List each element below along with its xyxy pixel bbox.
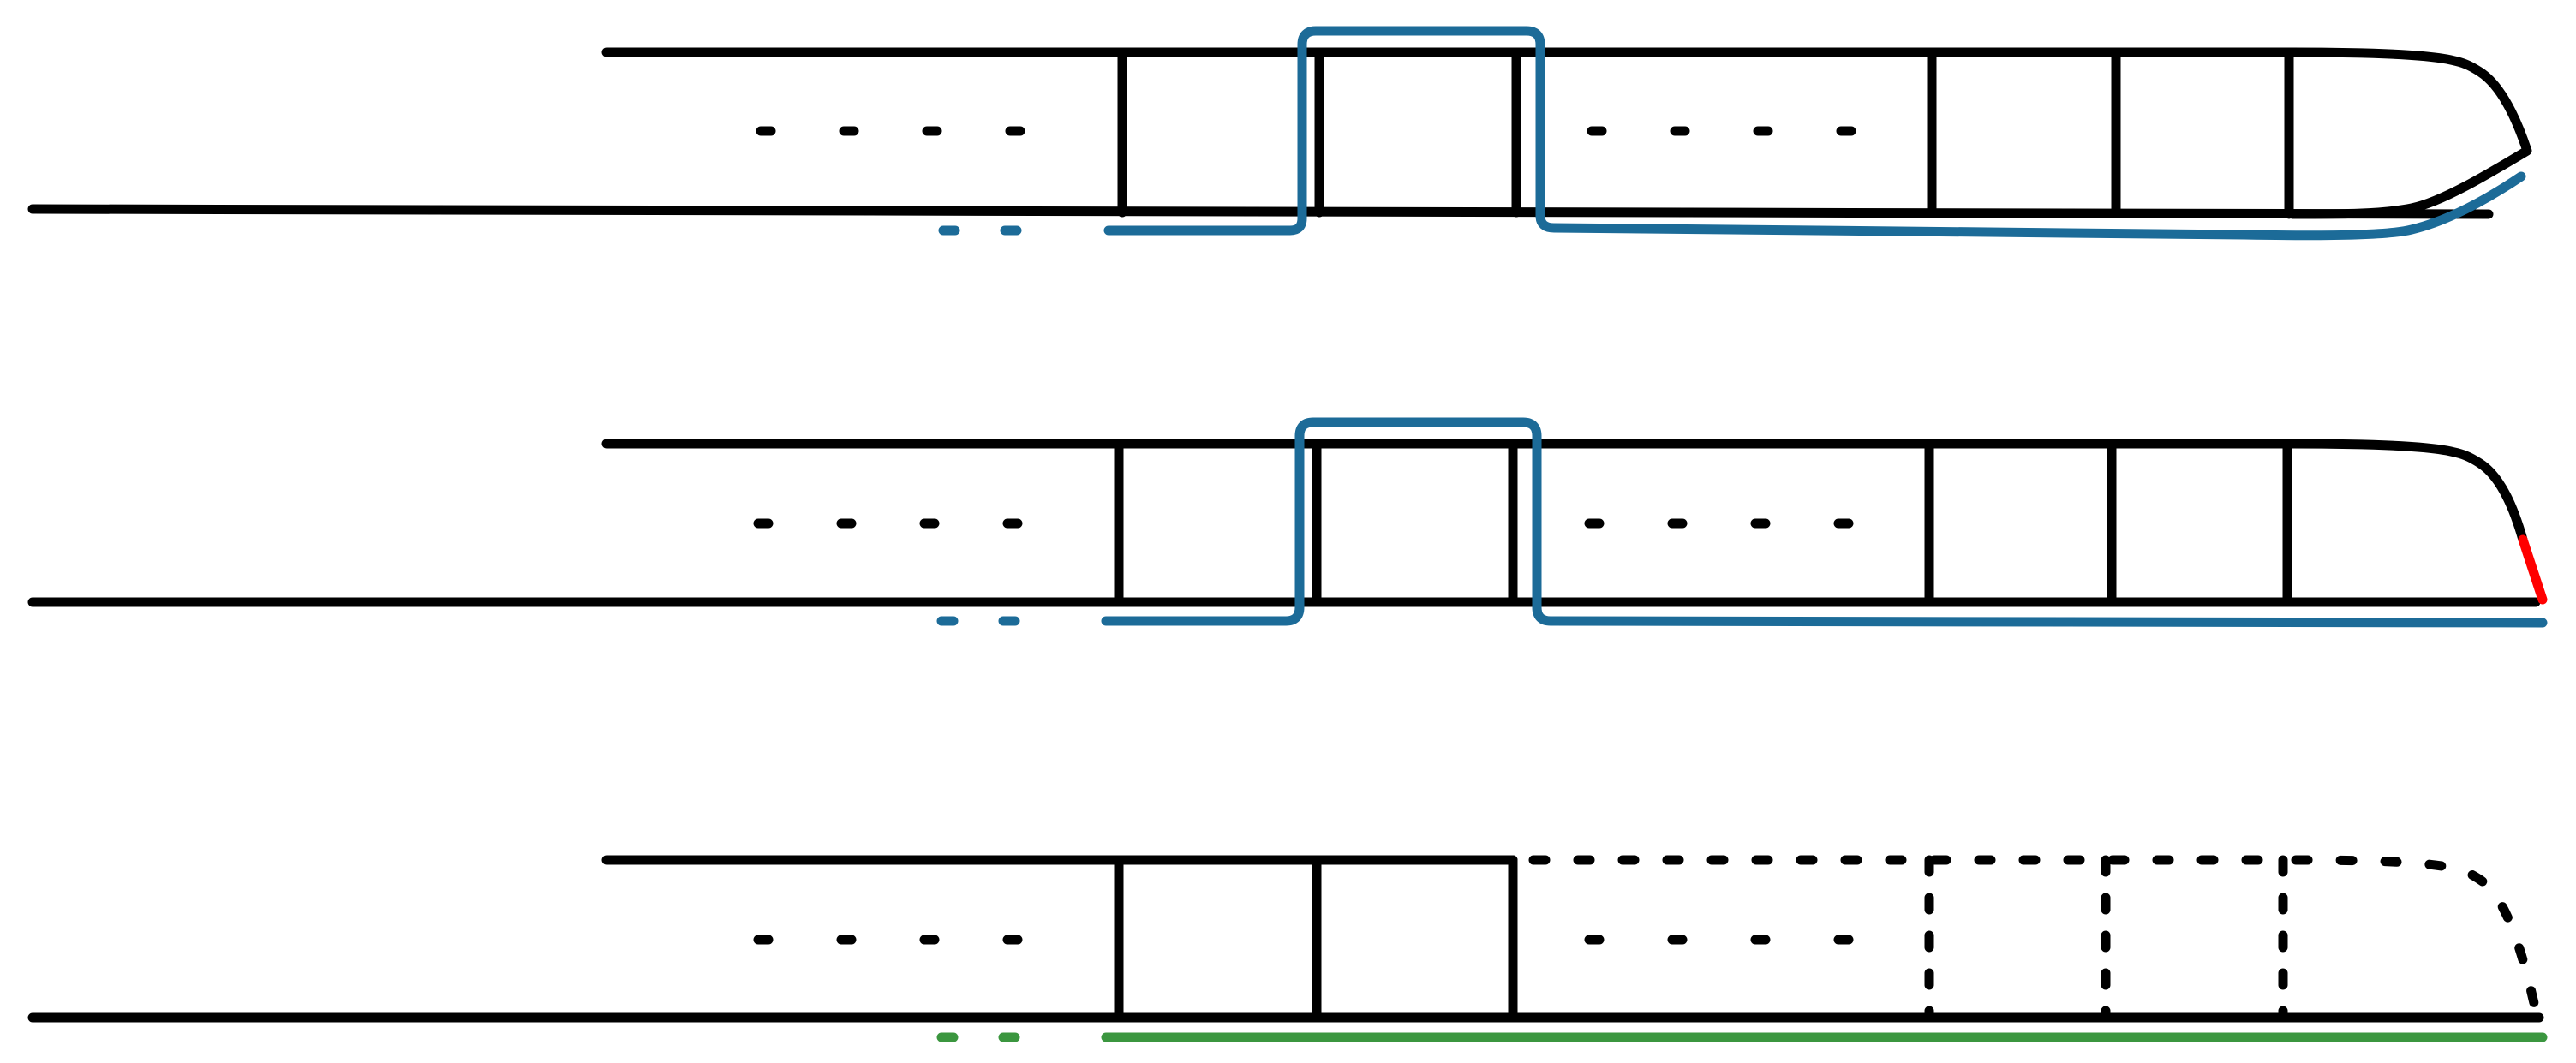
- row-1-blue-path: [1103, 26, 2526, 241]
- row-2: [27, 417, 2548, 628]
- row-1-bottom-rail: [27, 204, 2494, 219]
- row-3: [27, 855, 2548, 1042]
- row-1: [27, 26, 2532, 241]
- row-2-nose: [2287, 439, 2528, 545]
- row-1-nose: [2287, 47, 2532, 219]
- row-2-red-tip: [2518, 534, 2548, 605]
- row-3-ghost-nose: [2291, 855, 2541, 1016]
- row-2-blue-path: [1101, 417, 2548, 628]
